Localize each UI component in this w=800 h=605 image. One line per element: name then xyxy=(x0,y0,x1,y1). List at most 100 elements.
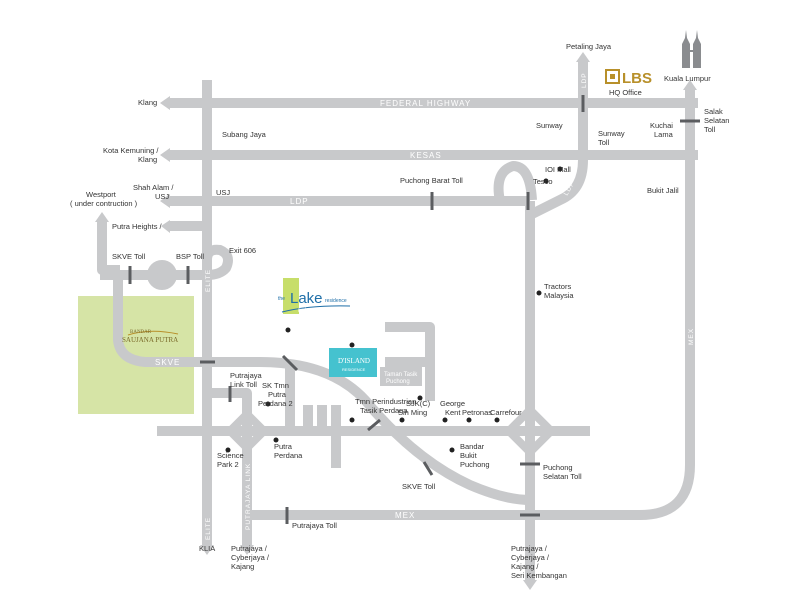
skve-toll-2-marker[interactable] xyxy=(281,354,299,372)
lake-logo-wave xyxy=(281,305,351,313)
label-shah-alam-2: USJ xyxy=(155,192,169,201)
label-george-1: George xyxy=(440,399,465,408)
taman-tasik-road[interactable] xyxy=(385,322,435,401)
label-putrajaya-toll: Putrajaya Toll xyxy=(292,521,337,530)
tmn-perindustrian-dot[interactable] xyxy=(349,417,355,423)
elite-bottom-label: ELITE xyxy=(205,517,212,540)
label-putra-perdana-1: Putra xyxy=(274,442,293,451)
skve-diag-toll-marker[interactable] xyxy=(367,418,381,432)
road-network xyxy=(97,62,698,580)
label-petronas: Petronas xyxy=(462,408,492,417)
bandar-bukit-dot[interactable] xyxy=(449,447,455,453)
ioi-mall-dot[interactable] xyxy=(557,166,563,172)
mex-bottom-label: MEX xyxy=(395,511,415,520)
label-sk-tmn-2: Putra xyxy=(268,390,287,399)
label-science-park-2: Park 2 xyxy=(217,460,239,469)
klang-arrow xyxy=(160,96,170,110)
label-puchong-selatan-2: Selatan Toll xyxy=(543,472,582,481)
lake-residence-dot[interactable] xyxy=(285,327,291,333)
federal-highway-label: FEDERAL HIGHWAY xyxy=(380,99,471,108)
skve-roundabout[interactable] xyxy=(147,260,177,290)
carrefour-dot[interactable] xyxy=(494,417,500,423)
label-subang-jaya: Subang Jaya xyxy=(222,130,267,139)
saujana-logo-line2: SAUJANA PUTRA xyxy=(122,336,178,344)
puchong-interchange[interactable] xyxy=(503,404,557,458)
petaling-jaya-arrow xyxy=(576,52,590,62)
label-tractors-1: Tractors xyxy=(544,282,571,291)
direction-arrows xyxy=(95,52,697,590)
label-putra-heights: Putra Heights / xyxy=(112,222,163,231)
label-carrefour: Carrefour xyxy=(490,408,522,417)
taman-tasik-dot[interactable] xyxy=(417,395,423,401)
label-bandar-bukit-2: Bukit xyxy=(460,451,478,460)
mex-highway[interactable] xyxy=(247,90,695,520)
label-putrajaya-link-toll-2: Link Toll xyxy=(230,380,257,389)
label-exit-606: Exit 606 xyxy=(229,246,256,255)
putrajaya-link-label: PUTRAJAYA LINK xyxy=(245,463,252,530)
putrajaya-kajang-arrow xyxy=(240,545,254,555)
dsland-residence-logo[interactable]: D'ISLAND RESIDENCE xyxy=(329,348,377,377)
skve-bottom-toll-marker[interactable] xyxy=(422,461,434,476)
kuala-lumpur-arrow xyxy=(683,80,697,90)
the-lake-residence-logo[interactable]: the Lake residence puchong xyxy=(278,278,351,314)
lake-logo-residence: residence xyxy=(325,298,347,304)
lake-logo-puchong: puchong xyxy=(298,307,316,312)
label-klia: KLIA xyxy=(199,544,215,553)
label-pjck-2: Cyberjaya / xyxy=(231,553,270,562)
label-pjcks-4: Seri Kembangan xyxy=(511,571,567,580)
kota-kemuning-arrow xyxy=(160,148,170,162)
taman-tasik-box xyxy=(380,367,422,386)
label-sunway: Sunway xyxy=(536,121,563,130)
skve-highway[interactable] xyxy=(113,275,531,505)
elite-interchange[interactable] xyxy=(224,408,270,454)
label-skve-toll-bottom: SKVE Toll xyxy=(402,482,436,491)
dsland-logo-box xyxy=(329,348,377,377)
label-kota-kemuning-1: Kota Kemuning / xyxy=(103,146,159,155)
label-pjcks-2: Cyberjaya / xyxy=(511,553,550,562)
saujana-putra-logo[interactable]: BANDAR SAUJANA PUTRA xyxy=(122,330,178,344)
label-puchong-selatan-1: Puchong xyxy=(543,463,573,472)
science-park-dot[interactable] xyxy=(225,447,231,453)
label-usj: USJ xyxy=(216,188,230,197)
label-sk-tmn-3: Perdana 2 xyxy=(258,399,293,408)
dsland-logo-sub: RESIDENCE xyxy=(342,367,366,372)
saujana-logo-swoosh xyxy=(127,330,179,336)
sjkc-dot[interactable] xyxy=(399,417,405,423)
seri-kembangan-arrow xyxy=(523,580,537,590)
tesco-dot[interactable] xyxy=(543,178,549,184)
label-westport-2: ( under contruction ) xyxy=(70,199,138,208)
george-kent-dot[interactable] xyxy=(442,417,448,423)
sk-tmn-dot[interactable] xyxy=(265,401,271,407)
dsland-logo-name: D'ISLAND xyxy=(338,357,370,365)
label-salak-3: Toll xyxy=(704,125,716,134)
lbs-logo[interactable]: LBS xyxy=(605,69,652,87)
toll-markers xyxy=(128,95,700,524)
dsland-dot[interactable] xyxy=(349,342,355,348)
ldp-north[interactable] xyxy=(527,62,588,220)
putra-heights-arrow xyxy=(161,220,170,233)
lake-logo-the: the xyxy=(278,296,285,302)
taman-tasik-label-1: Taman Tasik xyxy=(384,372,418,378)
putra-perdana-dot[interactable] xyxy=(273,437,279,443)
label-bandar-bukit-3: Puchong xyxy=(460,460,490,469)
ioi-loop[interactable] xyxy=(493,161,537,206)
label-kuchai-1: Kuchai xyxy=(650,121,673,130)
label-kuchai-2: Lama xyxy=(654,130,674,139)
mex-right-label: MEX xyxy=(688,328,695,345)
ldp-west-label: LDP xyxy=(290,197,309,206)
label-bandar-bukit-1: Bandar xyxy=(460,442,485,451)
klia-arrow xyxy=(200,545,214,555)
tractors-dot[interactable] xyxy=(536,290,542,296)
label-sunway-toll-2: Toll xyxy=(598,138,610,147)
label-skve-toll: SKVE Toll xyxy=(112,252,146,261)
label-bukit-jalil: Bukit Jalil xyxy=(647,186,679,195)
exit-606-loop[interactable] xyxy=(202,244,233,280)
label-pjck-3: Kajang xyxy=(231,562,254,571)
petronas-dot[interactable] xyxy=(466,417,472,423)
label-tmn-perindustrian-2: Tasik Perdana xyxy=(360,406,408,415)
label-sjkc-1: SJK(C) xyxy=(406,399,431,408)
saujana-logo-line1: BANDAR xyxy=(130,330,152,335)
skve-left-label: SKVE xyxy=(155,358,180,367)
interchanges xyxy=(224,404,557,458)
